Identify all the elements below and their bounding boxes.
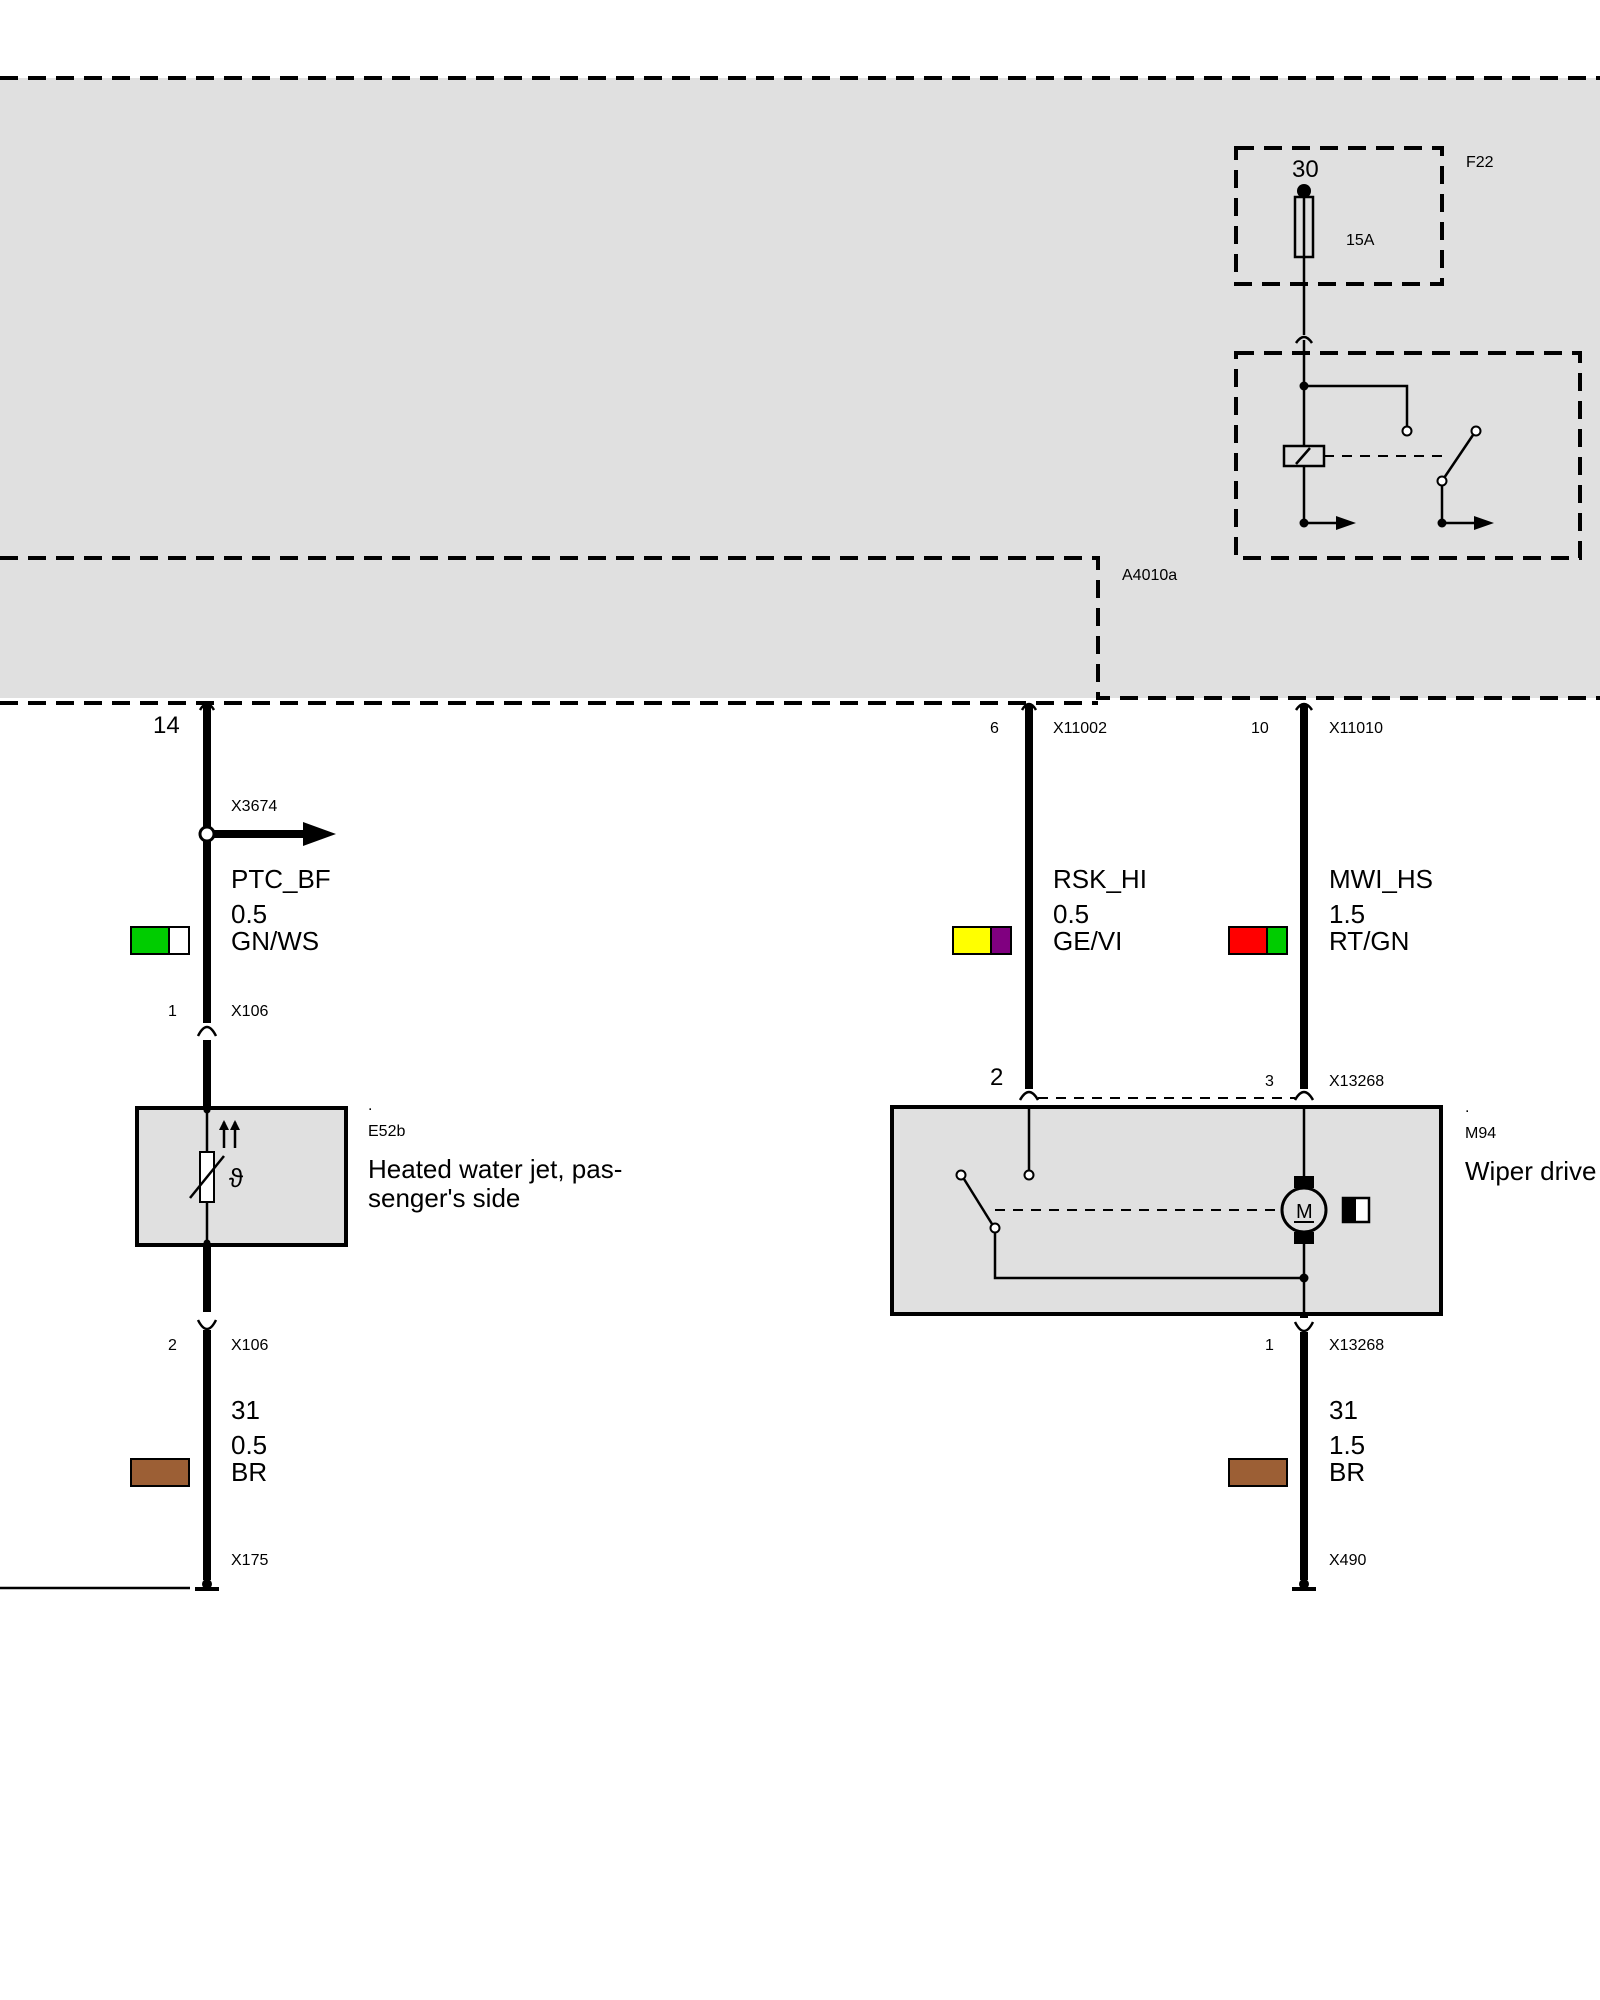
wire-mwi-conn-bottom: X13268 [1329,1073,1384,1090]
m94-code: M94 [1465,1125,1496,1142]
wire-mwi-conn-top: X11010 [1329,720,1383,737]
component-e52b: ϑ . E52b Heated water jet, pas- senger's… [135,1097,622,1247]
wire-ptc-pin-top: 14 [153,712,180,739]
e52b-name-line2: senger's side [368,1183,520,1213]
wire-rsk-color-code: GE/VI [1053,926,1122,956]
ground2-pin: 1 [1265,1337,1274,1354]
ground2-cross-section: 1.5 [1329,1430,1365,1460]
wire-mwi-pin-top: 10 [1251,720,1269,737]
e52b-body [135,1106,348,1247]
wire-rsk-pin-top: 6 [990,720,999,737]
relay-contact-feed [1304,384,1409,426]
wire-mwi-cross-section: 1.5 [1329,899,1365,929]
splice-node [198,825,216,843]
connector-arc [196,1025,218,1037]
fuse-label: F22 [1466,154,1494,171]
wire-rsk-cross-section: 0.5 [1053,899,1089,929]
control-unit-label: A4010a [1122,567,1177,584]
connector-arc [196,1319,218,1331]
ground2-conn: X13268 [1329,1337,1384,1354]
e52b-name-line1: Heated water jet, pas- [368,1154,622,1184]
m94-name: Wiper drive [1465,1156,1596,1186]
component-m94: M . M94 Wiper drive [890,1099,1596,1316]
control-unit-body [0,78,1600,698]
wire-ptc-cross-section: 0.5 [231,899,267,929]
relay [1234,335,1582,560]
relay-contact-fixed [1401,425,1413,437]
wire-ptc-conn-bottom: X106 [231,1003,268,1020]
m94-park-wire [993,1232,1304,1280]
connector-arc [1293,1321,1315,1333]
control-unit-lower-strip [0,558,1100,698]
ground1-pin: 2 [168,1337,177,1354]
ground1-color-swatch [130,1458,190,1487]
wire-mwi-signal: MWI_HS [1329,864,1433,894]
ground2-terminal: 31 [1329,1395,1358,1425]
wire-ptc-pin-bottom: 1 [168,1003,177,1020]
splice-label: X3674 [231,798,277,815]
motor-letter: M [1296,1201,1313,1223]
control-unit-a4010a: A4010a [0,76,1600,705]
fuse-box-outline [1234,146,1444,286]
arrow-up-icon [230,1120,240,1130]
ground-path-1: 2 X106 31 0.5 BR X175 [0,1245,268,1591]
m94-contact-open [955,1169,967,1181]
m94-dot: . [1465,1099,1469,1116]
relay-arrow-right [1474,516,1494,530]
wire-ptc-bf: 14 X3674 PTC_BF 0.5 GN/WS 1 X106 [130,702,336,1108]
fuse-terminal-label: 30 [1292,156,1319,183]
wire-rsk-pin-bottom: 2 [990,1064,1003,1091]
relay-contact-open [1470,425,1482,437]
ground1-point: X175 [231,1552,268,1569]
ground-path-2: 1 X13268 31 1.5 BR X490 [1228,1314,1384,1591]
wire-rsk-hi: 6 X11002 RSK_HI 0.5 GE/VI 2 [952,702,1147,1101]
wire-mwi-color-swatch [1228,926,1288,955]
ground2-point: X490 [1329,1552,1366,1569]
splice-arrow-icon [303,822,336,846]
swatch-primary [130,926,172,955]
connector-arc [1018,1090,1040,1101]
relay-switch-blade [1440,434,1475,482]
fuse-f22: 30 15A F22 [1234,146,1494,335]
swatch-primary [952,926,994,955]
fuse-rating: 15A [1346,232,1375,249]
e52b-code: E52b [368,1123,405,1140]
arrow-up-icon [219,1120,229,1130]
control-unit-border-inner [0,556,1600,700]
relay-arrow-left [1336,516,1356,530]
ground1-terminal: 31 [231,1395,260,1425]
swatch-secondary [1266,926,1288,955]
wire-rsk-signal: RSK_HI [1053,864,1147,894]
swatch-secondary [990,926,1012,955]
wire-mwi-color-code: RT/GN [1329,926,1409,956]
swatch-secondary [168,926,190,955]
relay-switch-pivot [1436,475,1448,487]
ground1-color-code: BR [231,1457,267,1487]
ptc-variable-slash [189,1155,225,1199]
ground1-cross-section: 0.5 [231,1430,267,1460]
wire-ptc-color-code: GN/WS [231,926,319,956]
ground2-color-code: BR [1329,1457,1365,1487]
relay-box-outline [1234,351,1582,560]
connector-arc [1293,1090,1315,1101]
m94-switch-blade [962,1178,994,1225]
wire-ptc-signal: PTC_BF [231,864,331,894]
wire-rsk-color-swatch [952,926,1012,955]
swatch-primary [1228,926,1270,955]
wire-rsk-conn-top: X11002 [1053,720,1107,737]
temperature-symbol-icon: ϑ [229,1163,244,1193]
wire-ptc-color-swatch [130,926,190,955]
m94-switch-pivot [989,1222,1001,1234]
wire-mwi-pin-bottom: 3 [1265,1073,1274,1090]
relay-connector-arc [1294,335,1314,344]
e52b-dot: . [368,1097,372,1114]
wire-mwi-hs: 10 X11010 MWI_HS 1.5 RT/GN 3 X13268 [1038,702,1433,1101]
ground1-conn: X106 [231,1337,268,1354]
m94-contact-fixed [1023,1169,1035,1181]
ground2-color-swatch [1228,1458,1288,1487]
